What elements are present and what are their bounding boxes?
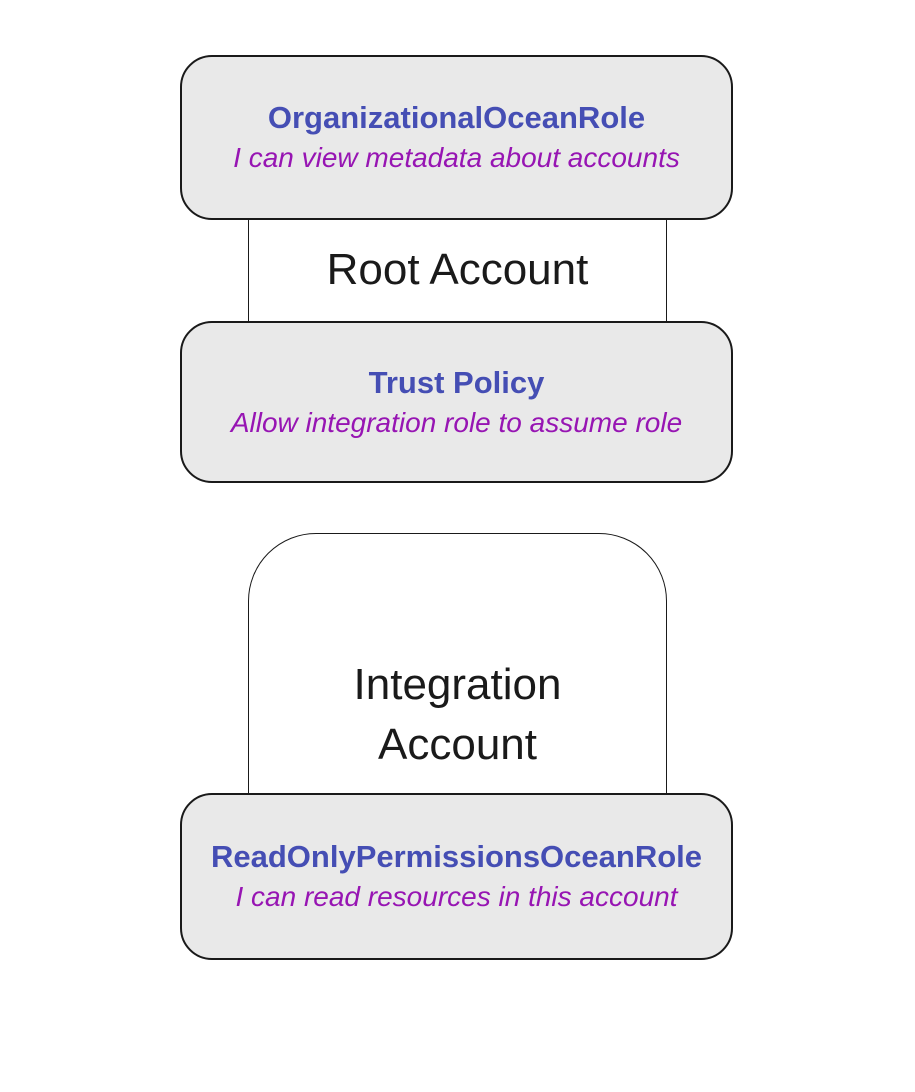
node-title: OrganizationalOceanRole	[267, 100, 646, 135]
cluster-label-integration-account: Integration Account	[248, 533, 667, 880]
cluster-label-root-account: Root Account	[248, 220, 667, 320]
node-trust-policy: Trust Policy Allow integration role to a…	[180, 321, 733, 483]
integration-account-label: Integration Account	[353, 659, 562, 769]
node-description: I can view metadata about accounts	[233, 142, 680, 173]
node-description: I can read resources in this account	[235, 881, 678, 912]
root-account-label: Root Account	[326, 245, 589, 294]
node-organizational-ocean-role: OrganizationalOceanRole I can view metad…	[180, 55, 733, 220]
node-readonly-permissions-ocean-role: ReadOnlyPermissionsOceanRole I can read …	[180, 793, 733, 960]
node-title: ReadOnlyPermissionsOceanRole	[210, 839, 703, 874]
node-title: Trust Policy	[368, 364, 545, 400]
node-description: Allow integration role to assume role	[230, 406, 683, 438]
